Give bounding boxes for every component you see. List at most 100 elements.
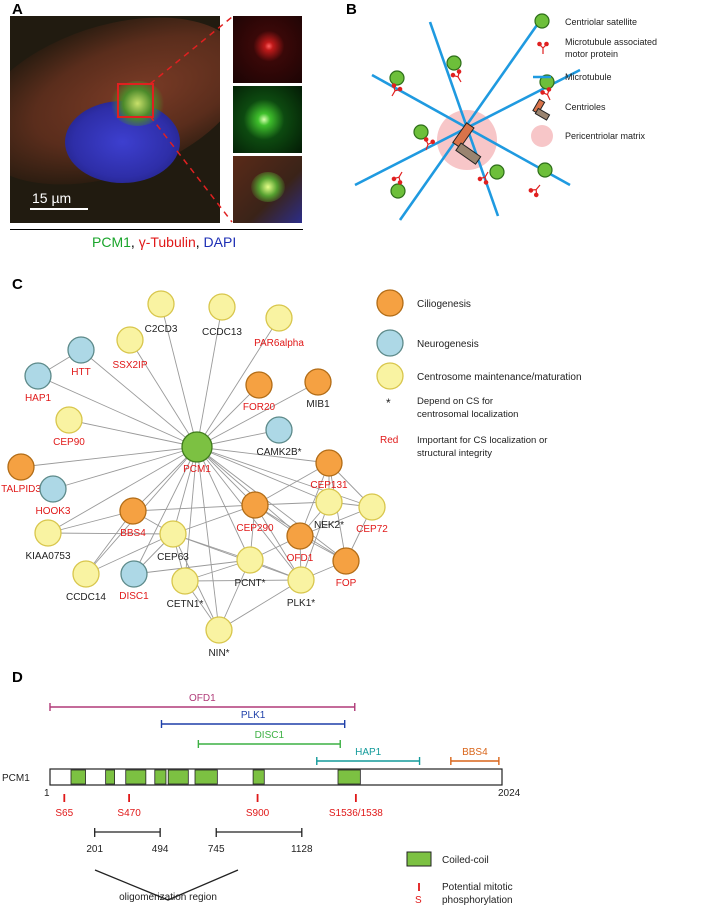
coiled-coil-domain xyxy=(194,769,218,785)
legend-ciliogenesis: Ciliogenesis xyxy=(417,299,471,310)
coiled-coil-domains xyxy=(70,769,361,785)
coiled-coil-domain xyxy=(337,769,361,785)
node-cep72 xyxy=(358,493,386,521)
coiled-coil-domain xyxy=(252,769,265,785)
scale-bar xyxy=(30,208,88,210)
interactor-plk1: PLK1 xyxy=(160,710,346,728)
network-edge xyxy=(47,532,174,535)
node-label-cep290: CEP290 xyxy=(236,523,274,534)
coiled-coil-domain xyxy=(105,769,115,785)
caption-sep-2: , xyxy=(195,234,204,250)
node-label-cep63: CEP63 xyxy=(157,552,189,563)
interactor-label-ofd1: OFD1 xyxy=(189,693,216,704)
protein-name: PCM1 xyxy=(2,773,30,784)
node-hook3 xyxy=(39,475,67,503)
oligomerization-label: oligomerization region xyxy=(119,892,217,903)
centriolar-satellites xyxy=(389,55,555,199)
network-edge xyxy=(68,419,198,448)
legend-icon-centrioles xyxy=(532,98,551,121)
node-label-ccdc13: CCDC13 xyxy=(202,327,242,338)
node-cep290 xyxy=(241,491,269,519)
interactor-label-bbs4: BBS4 xyxy=(462,747,488,758)
legend-asterisk-line1: Depend on CS for xyxy=(417,396,493,407)
node-ssx2ip xyxy=(116,326,144,354)
node-hap1 xyxy=(24,362,52,390)
site-s470: S470 xyxy=(117,794,141,819)
network-edge xyxy=(196,446,301,537)
node-fop xyxy=(332,547,360,575)
network-edge xyxy=(254,504,302,581)
zoom-lines xyxy=(149,16,233,223)
network-edge xyxy=(132,504,256,512)
legend-asterisk-symbol: * xyxy=(386,396,391,410)
start-residue: 1 xyxy=(44,788,50,799)
panel-label-b: B xyxy=(346,1,357,18)
legend-coiled-coil-swatch xyxy=(406,851,432,867)
end-residue: 2024 xyxy=(498,788,521,799)
node-par6alpha xyxy=(265,304,293,332)
network-edge xyxy=(184,579,302,582)
network-edge xyxy=(20,446,198,468)
node-label-cep72: CEP72 xyxy=(356,524,388,535)
caption-dapi: DAPI xyxy=(203,234,237,250)
node-nek2 xyxy=(315,488,343,516)
legend-icon-motor xyxy=(536,41,550,55)
legend-red-line2: structural integrity xyxy=(417,448,492,459)
legend-icon-pcm xyxy=(531,125,553,147)
node-label-ssx2ip: SSX2IP xyxy=(112,360,147,371)
legend-motor-line1: Microtubule associated xyxy=(565,37,657,47)
node-label-c2cd3: C2CD3 xyxy=(145,324,178,335)
svg-text:S1536/1538: S1536/1538 xyxy=(329,808,383,819)
coiled-coil-domain xyxy=(125,769,147,785)
node-label-mib1: MIB1 xyxy=(306,399,330,410)
network-edge xyxy=(196,446,220,631)
node-nin xyxy=(205,616,233,644)
legend-motor-line2: motor protein xyxy=(565,49,618,59)
legend-centrioles: Centrioles xyxy=(565,102,606,112)
node-pcnt xyxy=(236,546,264,574)
node-disc1 xyxy=(120,560,148,588)
node-label-hook3: HOOK3 xyxy=(35,506,70,517)
node-c2cd3 xyxy=(147,290,175,318)
oligomerization-bracket xyxy=(94,869,239,901)
legend-red-line1: Important for CS localization or xyxy=(417,435,547,446)
channel-caption: PCM1, γ-Tubulin, DAPI xyxy=(92,234,236,250)
network-edge xyxy=(47,446,198,534)
panel-label-d: D xyxy=(12,669,23,686)
coiled-coil-domain xyxy=(167,769,189,785)
network-edge xyxy=(80,349,198,448)
node-label-disc1: DISC1 xyxy=(119,591,149,602)
network-edge xyxy=(52,446,198,490)
interactor-hap1: HAP1 xyxy=(316,747,421,765)
node-camk2b xyxy=(265,416,293,444)
node-htt xyxy=(67,336,95,364)
node-label-bbs4: BBS4 xyxy=(120,528,146,539)
network-edge xyxy=(196,446,330,464)
node-label-cep131: CEP131 xyxy=(310,480,348,491)
centrioles xyxy=(452,122,482,165)
network-edge xyxy=(133,446,198,575)
site-s1536-1538: S1536/1538 xyxy=(329,794,383,819)
node-label-talpid3: TALPID3 xyxy=(1,484,41,495)
interactor-disc1: DISC1 xyxy=(197,730,341,748)
network-edge xyxy=(160,303,198,448)
protein-bar xyxy=(49,768,503,786)
scale-bar-label: 15 µm xyxy=(32,190,72,206)
inset-merge xyxy=(233,156,302,223)
legend-mitotic-line2: phosphorylation xyxy=(442,895,513,906)
interactor-ofd1: OFD1 xyxy=(49,693,356,711)
panel-a: 15 µm PCM1, γ-Tubulin, DAPI xyxy=(0,0,320,260)
network-edge xyxy=(196,446,251,561)
legend-red-symbol: Red xyxy=(380,435,398,446)
caption-pcm1: PCM1 xyxy=(92,234,131,250)
panel-c-legend: Ciliogenesis Neurogenesis Centrosome mai… xyxy=(376,289,582,459)
network-edge xyxy=(196,381,319,448)
node-label-plk1: PLK1* xyxy=(287,598,315,609)
network-edge xyxy=(184,446,198,582)
node-label-par6alpha: PAR6alpha xyxy=(254,338,304,349)
